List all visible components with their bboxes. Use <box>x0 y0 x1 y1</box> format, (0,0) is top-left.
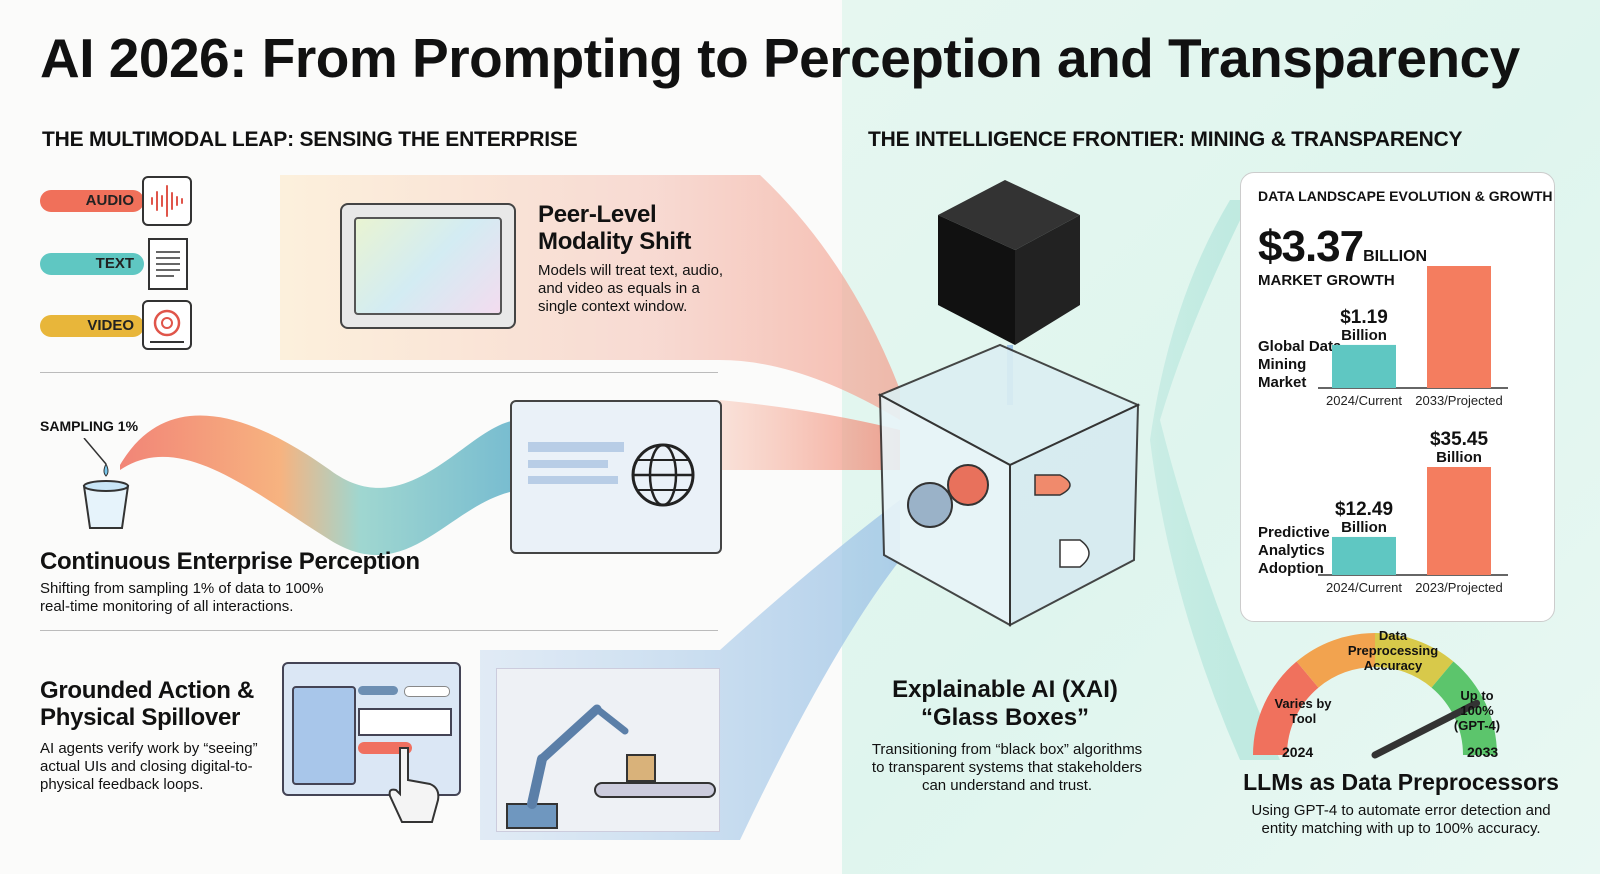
tick-label: 2023/Projected <box>1415 580 1502 595</box>
gauge-top-label: Data Preprocessing Accuracy <box>1347 628 1439 673</box>
page-title: AI 2026: From Prompting to Perception an… <box>40 27 1520 89</box>
peer-level-body: Models will treat text, audio, and video… <box>538 262 724 315</box>
document-icon <box>148 238 188 290</box>
gauge-segment-2 <box>1375 633 1454 688</box>
headline-unit: BILLION <box>1363 248 1428 265</box>
monitor-window <box>510 400 722 554</box>
headline-value: $3.37 <box>1258 222 1364 271</box>
data-label: $1.19 <box>1340 307 1388 328</box>
video-pill: VIDEO <box>40 315 144 337</box>
peer-level-title: Peer-Level Modality Shift <box>538 201 692 255</box>
unit-label: Billion <box>1436 449 1482 466</box>
right-section-heading: THE INTELLIGENCE FRONTIER: MINING & TRAN… <box>868 128 1463 151</box>
xai-title-line2: “Glass Boxes” <box>920 704 1090 731</box>
gear-icon <box>907 482 953 528</box>
perception-title: Continuous Enterprise Perception <box>40 548 420 575</box>
grounded-body: AI agents verify work by “seeing” actual… <box>40 740 258 793</box>
accuracy-gauge <box>1253 633 1497 759</box>
gauge-left-label: Varies by Tool <box>1274 696 1332 726</box>
ui-window-illustration <box>282 662 461 796</box>
unit-label: Billion <box>1341 519 1387 536</box>
gauge-needle <box>1371 699 1481 759</box>
unit-label: Billion <box>1341 327 1387 344</box>
group-label-predictive: Predictive Analytics Adoption <box>1258 524 1330 577</box>
data-label: $35.45 <box>1430 429 1489 450</box>
gauge-segment-0 <box>1253 661 1319 755</box>
gauge-segment-1 <box>1296 633 1375 688</box>
cup-icon <box>82 438 130 529</box>
headline-label: MARKET GROWTH <box>1258 272 1395 289</box>
divider-2 <box>40 630 718 631</box>
chart-title: DATA LANDSCAPE EVOLUTION & GROWTH <box>1258 188 1553 204</box>
grounded-title: Grounded Action & Physical Spillover <box>40 677 254 731</box>
gauge-start-year: 2024 <box>1282 744 1314 760</box>
llm-body: Using GPT-4 to automate error detection … <box>1251 802 1551 837</box>
globe-icon <box>631 443 695 507</box>
sampling-label: SAMPLING 1% <box>40 418 139 434</box>
tick-label: 2024/Current <box>1326 580 1402 595</box>
llm-title: LLMs as Data Preprocessors <box>1243 769 1559 795</box>
robot-arm-icon <box>506 704 716 829</box>
glass-box-illustration <box>877 180 1141 627</box>
audio-pill: AUDIO <box>40 190 144 212</box>
window-illustration <box>340 203 516 329</box>
factory-illustration <box>496 668 720 832</box>
divider-1 <box>40 372 718 373</box>
pointing-hand-icon <box>388 747 440 823</box>
bar-0-1 <box>1427 266 1491 388</box>
waveform-icon <box>142 176 192 226</box>
perception-body: Shifting from sampling 1% of data to 100… <box>40 580 324 615</box>
headline-figure: $3.37BILLION <box>1258 222 1427 272</box>
xai-title-line1: Explainable AI (XAI) <box>892 676 1118 703</box>
gear-icon-2 <box>947 464 989 506</box>
camera-shutter-icon <box>142 300 192 350</box>
gauge-right-label: Up to 100% (GPT-4) <box>1453 688 1501 733</box>
bar-0-0 <box>1332 344 1396 388</box>
data-landscape-card <box>1240 172 1555 622</box>
group-label-data-mining: Global Data Mining Market <box>1258 338 1342 391</box>
xai-body: Transitioning from “black box” algorithm… <box>871 741 1143 794</box>
xai-title: Explainable AI (XAI) “Glass Boxes” <box>880 676 1130 732</box>
text-pill: TEXT <box>40 253 144 275</box>
bar-chart-svg: 2024/Current$1.19Billion2033/Projected20… <box>1318 266 1508 595</box>
left-section-heading: THE MULTIMODAL LEAP: SENSING THE ENTERPR… <box>42 128 578 151</box>
data-label: $12.49 <box>1335 499 1393 520</box>
bar-1-0 <box>1332 536 1396 575</box>
tick-label: 2024/Current <box>1326 393 1402 408</box>
tick-label: 2033/Projected <box>1415 393 1502 408</box>
gauge-end-year: 2033 <box>1467 744 1499 760</box>
bar-1-1 <box>1427 467 1491 575</box>
